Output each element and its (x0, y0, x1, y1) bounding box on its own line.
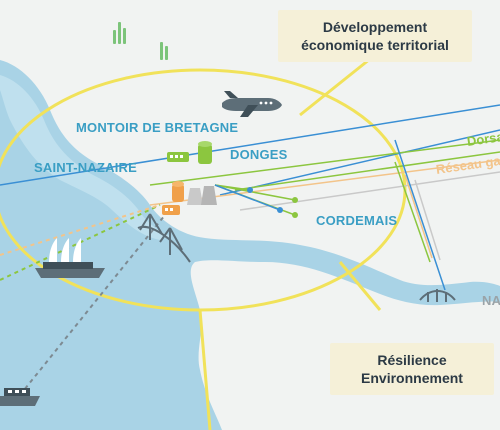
network-line-green (149, 139, 500, 186)
network-line-blue (219, 129, 500, 196)
site-node (292, 212, 298, 218)
network-branch-orange (404, 174, 433, 259)
storage-tank-icon (187, 186, 217, 205)
site-links-blue (214, 184, 281, 211)
site-node (292, 197, 298, 203)
estuary-water-edge (0, 75, 170, 240)
network-branch-blue (394, 139, 446, 291)
plane-icon (222, 91, 282, 117)
network-line-grey (239, 171, 500, 211)
resilience-box-line2: Environnement (361, 370, 463, 386)
place-label-saint-nazaire: SAINT-NAZAIRE (34, 160, 137, 175)
network-branch-green (394, 161, 431, 263)
shipping-route-orange (0, 204, 161, 256)
place-label-nantes: NA (482, 293, 500, 308)
development-box-line2: économique territorial (301, 37, 449, 53)
storage-tank-icon (172, 181, 184, 202)
shipping-route-grey (19, 214, 166, 396)
estuary-water (0, 60, 500, 430)
place-label-donges: DONGES (230, 147, 288, 162)
place-label-cordemais: CORDEMAIS (316, 213, 398, 228)
network-line-green (234, 151, 500, 191)
connector-line (198, 309, 212, 430)
development-box-line1: Développement (322, 19, 428, 35)
network-branch-grey (414, 179, 441, 261)
factory-icon (167, 152, 189, 162)
network-line-blue (0, 104, 500, 186)
storage-tank-icon (198, 141, 212, 164)
development-box: Développement économique territorial (278, 10, 472, 62)
bridge-icon (419, 289, 456, 302)
factory-icon (162, 205, 180, 215)
resilience-box-line1: Résilience (377, 352, 447, 368)
site-node (247, 187, 253, 193)
site-node (277, 207, 283, 213)
connector-line (299, 53, 376, 117)
bridge-icon (137, 213, 191, 263)
grass-icon (160, 42, 168, 60)
grass-icon (113, 22, 126, 44)
resilience-box: Résilience Environnement (330, 343, 494, 395)
cargo-ship-icon (0, 388, 40, 406)
connector-line (338, 261, 382, 311)
place-label-montoir: MONTOIR DE BRETAGNE (76, 120, 239, 135)
cruise-ship-icon (35, 238, 105, 278)
